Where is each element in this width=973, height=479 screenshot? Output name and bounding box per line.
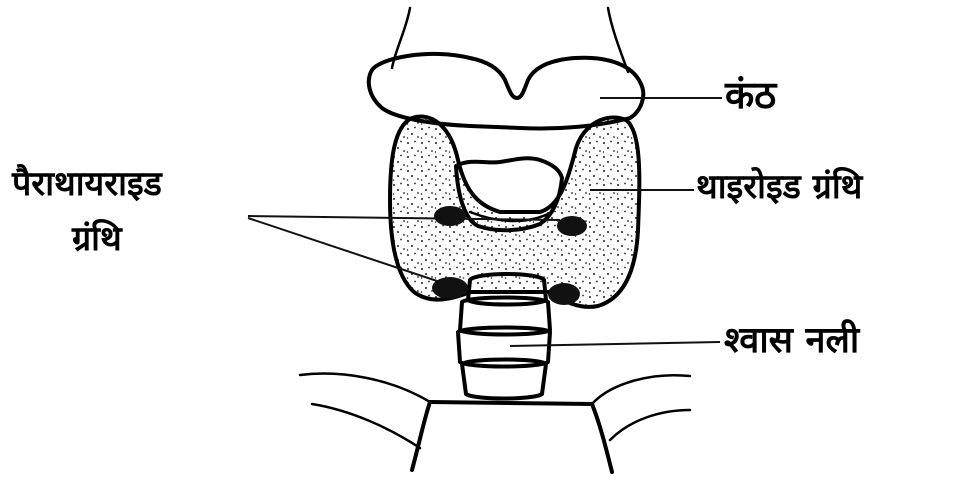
parathyroid-gland-upper-left bbox=[434, 206, 466, 226]
parathyroid-gland-upper-right bbox=[557, 216, 587, 236]
sternum-top bbox=[430, 402, 592, 404]
clavicle-right bbox=[592, 375, 690, 404]
sternum-right bbox=[592, 404, 612, 472]
leader-trachea bbox=[510, 342, 720, 346]
trachea-label: श्वास नली bbox=[724, 320, 859, 361]
thyroid-gland-label: थाइरोइड ग्रंथि bbox=[696, 168, 862, 207]
shoulder-left-line bbox=[312, 404, 420, 448]
parathyroid-label-line2: ग्रंथि bbox=[72, 220, 122, 259]
clavicle-left bbox=[300, 374, 430, 402]
larynx-label: कंठ bbox=[725, 74, 776, 118]
sternum-left bbox=[412, 402, 430, 470]
parathyroid-gland-lower-right bbox=[548, 283, 580, 305]
parathyroid-label-line1: पैराथायराइड bbox=[12, 165, 162, 204]
shoulder-right-line bbox=[610, 410, 690, 440]
